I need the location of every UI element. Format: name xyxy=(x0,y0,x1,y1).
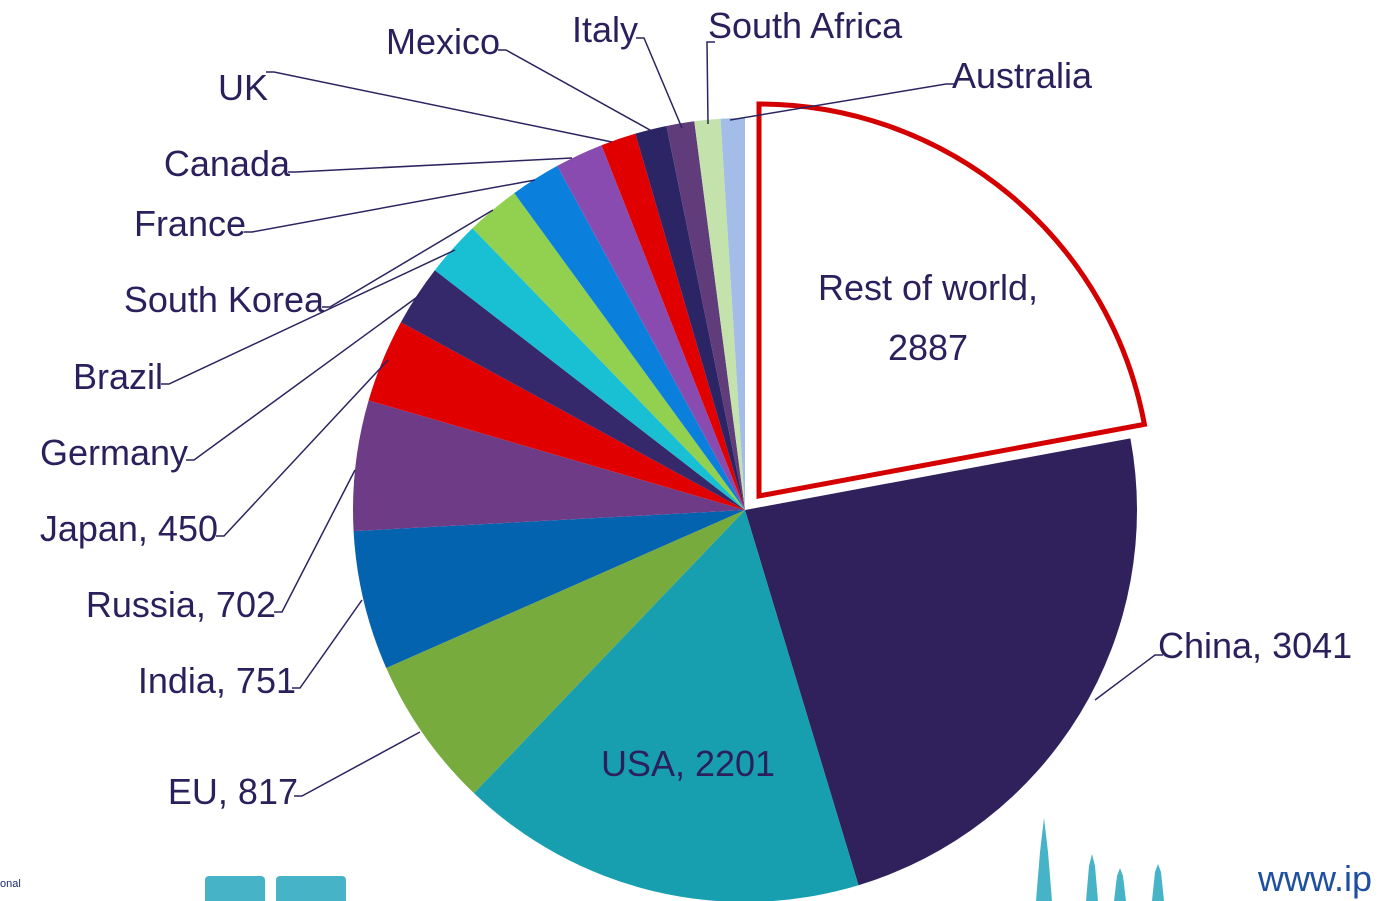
leader-line-france xyxy=(244,179,536,233)
slice-canada[interactable] xyxy=(557,145,745,511)
leader-line-russia xyxy=(274,469,356,613)
skyline-shape xyxy=(1114,868,1126,901)
slice-usa[interactable] xyxy=(473,510,859,901)
slice-south-korea[interactable] xyxy=(472,193,745,510)
label-uk: UK xyxy=(218,67,268,108)
label-russia: Russia, 702 xyxy=(86,584,276,625)
slice-mexico[interactable] xyxy=(635,125,745,511)
leader-line-brazil xyxy=(161,249,456,385)
footer-logo-text: onal xyxy=(0,878,21,890)
skyline-shape xyxy=(205,876,265,901)
leader-line-germany xyxy=(186,294,421,461)
label-line-rest-of-world: 2887 xyxy=(888,327,968,368)
slice-japan[interactable] xyxy=(368,322,745,510)
label-usa: USA, 2201 xyxy=(601,743,775,784)
leader-line-canada xyxy=(288,157,573,173)
label-eu: EU, 817 xyxy=(168,771,298,812)
skyline-shape xyxy=(1086,854,1098,901)
leader-line-china xyxy=(1094,654,1163,701)
label-line-rest-of-world: Rest of world, xyxy=(818,267,1038,308)
label-china: China, 3041 xyxy=(1158,625,1352,666)
label-brazil: Brazil xyxy=(73,356,163,397)
leader-line-italy xyxy=(636,37,683,129)
slice-rest-of-world[interactable] xyxy=(756,101,1148,500)
leader-line-south-korea xyxy=(322,209,494,308)
skyline-shape xyxy=(1152,864,1164,901)
label-south-korea: South Korea xyxy=(124,279,325,320)
leader-line-mexico xyxy=(498,49,651,131)
slice-eu[interactable] xyxy=(386,510,745,794)
label-canada: Canada xyxy=(164,143,291,184)
label-rest-of-world: Rest of world, 2887 xyxy=(818,267,1038,368)
leader-line-uk xyxy=(266,71,613,143)
skyline-shape xyxy=(1036,818,1052,901)
label-india: India, 751 xyxy=(138,660,296,701)
leader-line-australia xyxy=(729,83,954,121)
slice-south-africa[interactable] xyxy=(694,118,745,510)
slice-france[interactable] xyxy=(514,165,745,510)
label-france: France xyxy=(134,203,246,244)
slice-uk[interactable] xyxy=(601,133,745,511)
slice-brazil[interactable] xyxy=(434,228,745,510)
slice-germany[interactable] xyxy=(400,270,745,510)
skyline-decoration xyxy=(205,818,1164,901)
leader-line-south-africa xyxy=(706,41,715,125)
slice-russia[interactable] xyxy=(353,400,745,532)
label-australia: Australia xyxy=(952,55,1093,96)
slice-italy[interactable] xyxy=(666,121,745,510)
skyline-shape xyxy=(276,876,346,901)
slice-australia[interactable] xyxy=(720,118,745,510)
leader-line-india xyxy=(292,599,363,689)
label-italy: Italy xyxy=(572,9,638,50)
label-germany: Germany xyxy=(40,432,188,473)
leader-line-eu xyxy=(294,731,421,797)
label-mexico: Mexico xyxy=(386,21,500,62)
footer-url[interactable]: www.ip xyxy=(1258,858,1373,899)
slice-india[interactable] xyxy=(353,510,745,668)
label-south-africa: South Africa xyxy=(708,5,903,46)
leader-line-japan xyxy=(216,359,389,537)
label-japan: Japan, 450 xyxy=(40,508,218,549)
slice-china[interactable] xyxy=(745,438,1137,886)
